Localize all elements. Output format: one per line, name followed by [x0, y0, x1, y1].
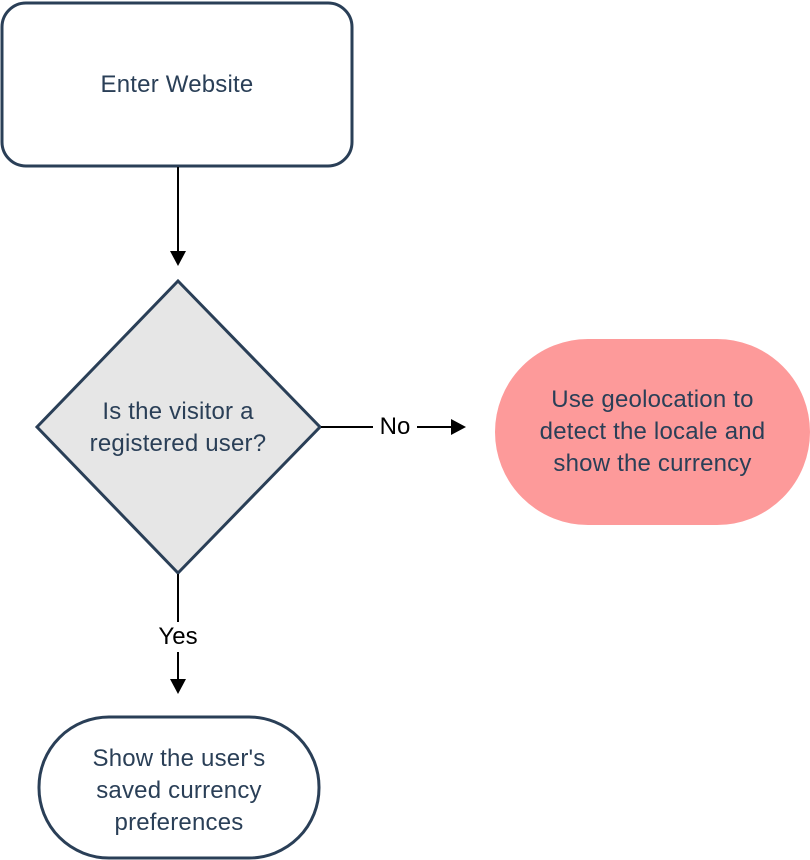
start-node-label: Enter Website: [100, 70, 254, 98]
decision-node-label: Is the visitor a registered user?: [89, 398, 267, 457]
no-outcome-node-label: Use geolocation to detect the locale and…: [539, 386, 766, 477]
no-outcome-node-shape: [495, 339, 810, 525]
arrowhead-start-to-decision: [170, 251, 186, 266]
yes-outcome-node-shape: [37, 715, 321, 860]
edge-yes-label: Yes: [154, 623, 202, 651]
start-node-shape: [0, 1, 354, 168]
decision-node-shape: [34, 278, 323, 576]
arrowhead-yes: [170, 679, 186, 694]
edge-no-label: No: [373, 413, 417, 441]
arrowhead-no: [451, 419, 466, 435]
yes-outcome-node-label: Show the user's saved currency preferenc…: [92, 745, 266, 836]
